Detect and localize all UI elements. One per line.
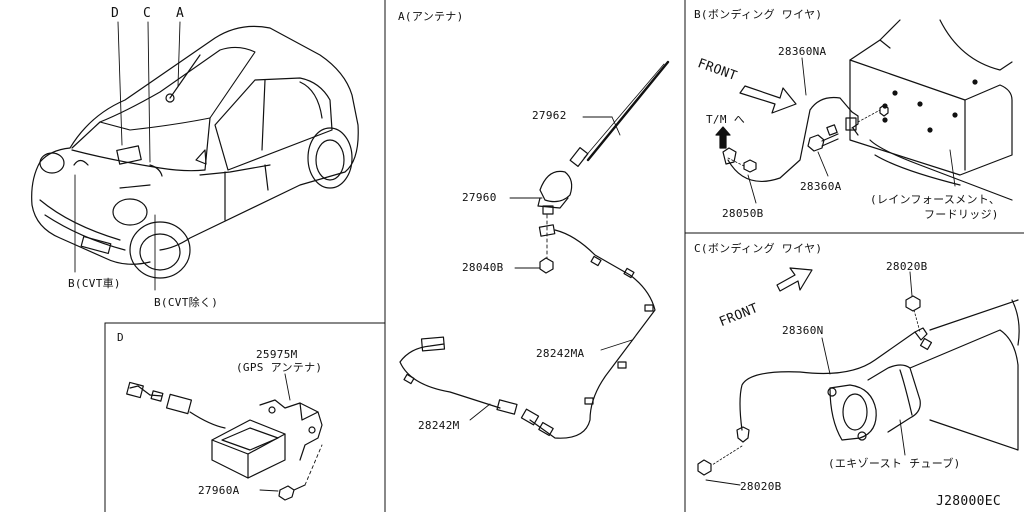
part-28360n: 28360N (782, 324, 824, 337)
car-callout-a: A (176, 6, 185, 21)
gps-antenna-label: (GPS アンテナ) (236, 361, 323, 374)
part-27962: 27962 (532, 109, 567, 122)
car-callout-b-cvt: B(CVT車) (68, 277, 121, 290)
panel-b-note-line2: フードリッジ) (924, 208, 999, 221)
part-25975m: 25975M (256, 348, 298, 361)
panel-c-note: (エキゾースト チューブ) (828, 457, 961, 470)
part-27960a: 27960A (198, 484, 240, 497)
antenna-assembly (399, 60, 670, 439)
panel-d-title: D (117, 331, 124, 344)
tm-label: T/M へ (706, 113, 745, 126)
part-28242m: 28242M (418, 419, 460, 432)
car-callout-d: D (111, 6, 120, 21)
bonding-wire-b (715, 19, 1013, 204)
part-28050b: 28050B (722, 207, 764, 220)
car-callout-c: C (143, 6, 152, 21)
car-callout-b-cvt-excl: B(CVT除く) (154, 296, 219, 309)
panel-b-title: B(ボンディング ワイヤ) (694, 8, 823, 21)
drawing-code: J28000EC (936, 494, 1002, 509)
bonding-wire-c (697, 267, 1020, 486)
part-28360na: 28360NA (778, 45, 827, 58)
gps-antenna-assembly (126, 373, 323, 501)
part-28020b-bottom: 28020B (740, 480, 782, 493)
panel-b-note-line1: (レインフォースメント、 (870, 193, 1001, 206)
panel-c-title: C(ボンディング ワイヤ) (694, 242, 823, 255)
part-27960: 27960 (462, 191, 497, 204)
panel-borders (104, 0, 1024, 513)
part-28020b-top: 28020B (886, 260, 928, 273)
panel-a-title: A(アンテナ) (398, 10, 464, 23)
car-illustration (31, 21, 359, 291)
part-28360a: 28360A (800, 180, 842, 193)
part-28242ma: 28242MA (536, 347, 585, 360)
part-28040b: 28040B (462, 261, 504, 274)
